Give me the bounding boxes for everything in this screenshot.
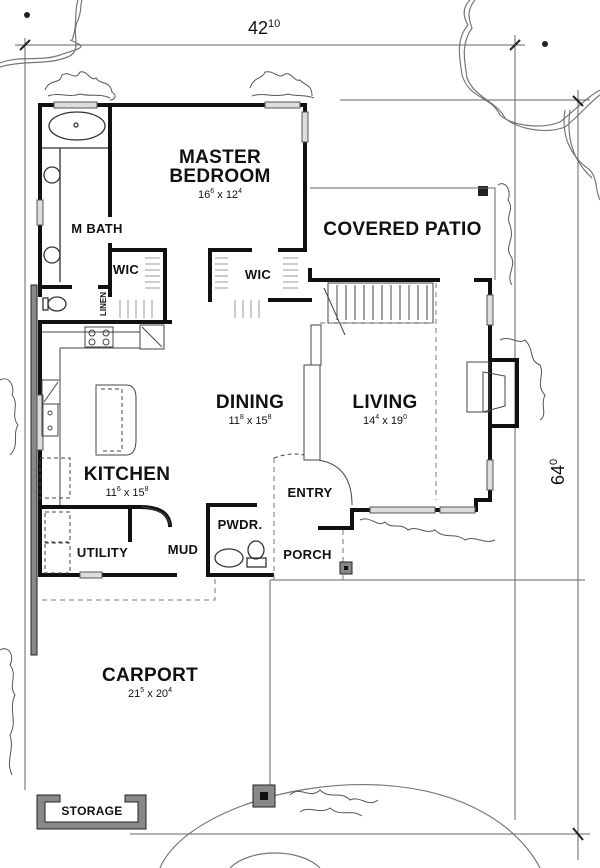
room-kitchen: KITCHEN 116 x 158 <box>83 464 171 499</box>
marker-dot <box>24 12 30 18</box>
room-entry: ENTRY <box>287 485 333 500</box>
room-storage: STORAGE <box>61 804 123 818</box>
room-wic-center: WIC <box>244 267 272 282</box>
room-mud: MUD <box>167 542 199 557</box>
overall-depth-label: 640 <box>548 458 568 485</box>
storage-walls <box>36 794 147 830</box>
marker-dot <box>542 41 548 47</box>
room-utility: UTILITY <box>76 545 129 560</box>
dashed-lines <box>42 283 437 601</box>
patio-outline <box>310 187 496 280</box>
columns <box>252 186 488 808</box>
room-covered-patio: COVERED PATIO <box>323 219 482 240</box>
room-dining: DINING 118 x 158 <box>215 392 285 427</box>
entry-door <box>141 324 353 526</box>
room-carport: CARPORT 215 x 204 <box>101 665 199 700</box>
dimension-lines <box>15 35 590 860</box>
room-linen: LINEN <box>99 292 108 316</box>
room-master-bedroom: MASTER BEDROOM 166 x 124 <box>169 147 271 201</box>
room-m-bath: M BATH <box>71 221 123 236</box>
fireplace <box>466 361 506 413</box>
room-powder: PWDR. <box>217 517 263 532</box>
room-wic-master: WIC <box>112 262 140 277</box>
shrubs <box>0 71 546 817</box>
dimension-ticks <box>19 39 584 841</box>
kitchen-counters <box>39 324 165 574</box>
overall-width-label: 4210 <box>248 18 281 38</box>
bath-fixtures <box>42 111 267 568</box>
room-porch: PORCH <box>283 547 332 562</box>
stairs <box>323 282 434 336</box>
closet-shelving <box>119 257 298 318</box>
room-living: LIVING 144 x 190 <box>352 392 418 427</box>
carport-wall <box>30 284 38 656</box>
windows <box>36 101 494 579</box>
